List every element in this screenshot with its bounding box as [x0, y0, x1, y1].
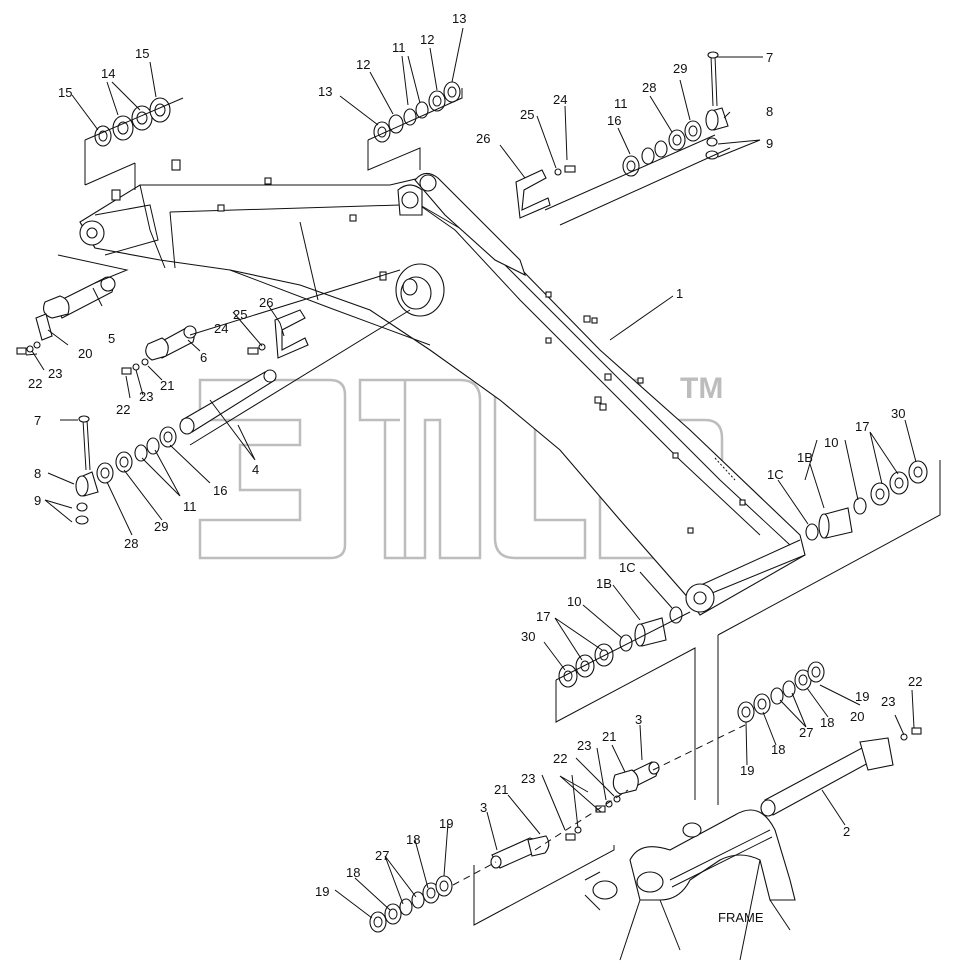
label-1b-b: 1B — [596, 576, 612, 591]
label-3a: 3 — [635, 712, 642, 727]
label-22d: 22 — [908, 674, 922, 689]
label-7a: 7 — [34, 413, 41, 428]
label-1c-b: 1C — [619, 560, 636, 575]
left-middle-shims — [96, 426, 177, 484]
label-20a: 20 — [78, 346, 92, 361]
label-12a: 12 — [356, 57, 370, 72]
label-21b: 21 — [602, 729, 616, 744]
label-2: 2 — [843, 824, 850, 839]
label-3b: 3 — [480, 800, 487, 815]
left-base-shims — [558, 606, 683, 688]
label-21c: 21 — [494, 782, 508, 797]
label-27a: 27 — [799, 725, 813, 740]
label-18c: 18 — [406, 832, 420, 847]
upper-left-shims — [94, 97, 171, 147]
label-11b: 11 — [614, 96, 628, 111]
label-28b: 28 — [124, 536, 138, 551]
label-19c: 19 — [439, 816, 453, 831]
label-17a: 17 — [855, 419, 869, 434]
label-26a: 26 — [476, 131, 490, 146]
label-23b: 23 — [139, 389, 153, 404]
label-12b: 12 — [420, 32, 434, 47]
label-8a: 8 — [34, 466, 41, 481]
label-13a: 13 — [318, 84, 332, 99]
label-25a: 25 — [520, 107, 534, 122]
label-16a: 16 — [607, 113, 621, 128]
pin-3-upper — [612, 761, 660, 795]
frame-label: FRAME — [718, 910, 764, 925]
bushing-1b — [634, 507, 853, 647]
label-18a: 18 — [820, 715, 834, 730]
pin-3-lower — [490, 835, 550, 869]
label-22b: 22 — [116, 402, 130, 417]
label-29a: 29 — [673, 61, 687, 76]
label-23d: 23 — [881, 694, 895, 709]
bolt-24 — [247, 165, 576, 355]
label-27b: 27 — [375, 848, 389, 863]
trademark-symbol: TM — [680, 372, 723, 405]
label-24b: 24 — [214, 321, 228, 336]
upper-right-shims — [622, 120, 702, 177]
label-18b: 18 — [771, 742, 785, 757]
nut-9 — [75, 137, 719, 525]
label-28a: 28 — [642, 80, 656, 95]
label-9a: 9 — [34, 493, 41, 508]
pin-4 — [179, 369, 277, 435]
label-11c: 11 — [183, 499, 197, 514]
label-8b: 8 — [766, 104, 773, 119]
label-19d: 19 — [315, 884, 329, 899]
lower-left-shims — [369, 875, 453, 933]
label-1c-a: 1C — [767, 467, 784, 482]
label-24a: 24 — [553, 92, 567, 107]
label-7b: 7 — [766, 50, 773, 65]
frame-outline — [584, 809, 796, 961]
label-22c: 22 — [553, 751, 567, 766]
label-15b: 15 — [135, 46, 149, 61]
label-11a: 11 — [392, 40, 406, 55]
label-23e: 23 — [521, 771, 535, 786]
label-21a: 21 — [160, 378, 174, 393]
pin-6 — [145, 325, 197, 361]
sleeve-8 — [75, 107, 729, 497]
label-22a: 22 — [28, 376, 42, 391]
label-23c: 23 — [577, 738, 591, 753]
right-cylinder-shims — [737, 661, 825, 723]
label-26b: 26 — [259, 295, 273, 310]
label-13b: 13 — [452, 11, 466, 26]
label-10a: 10 — [824, 435, 838, 450]
bolt-7 — [78, 51, 719, 471]
label-1b-a: 1B — [797, 450, 813, 465]
label-23a: 23 — [48, 366, 62, 381]
boom-main-body — [79, 159, 806, 616]
label-25b: 25 — [233, 307, 247, 322]
label-14: 14 — [101, 66, 115, 81]
pin-2 — [760, 737, 894, 817]
label-18d: 18 — [346, 865, 360, 880]
label-19b: 19 — [740, 763, 754, 778]
label-29b: 29 — [154, 519, 168, 534]
label-1: 1 — [676, 286, 683, 301]
label-4: 4 — [252, 462, 259, 477]
label-17b: 17 — [536, 609, 550, 624]
label-5: 5 — [108, 331, 115, 346]
label-10b: 10 — [567, 594, 581, 609]
label-9b: 9 — [766, 136, 773, 151]
right-base-shims — [805, 460, 928, 541]
label-6: 6 — [200, 350, 207, 365]
leader-lines — [25, 27, 917, 919]
label-15a: 15 — [58, 85, 72, 100]
label-19a: 19 — [855, 689, 869, 704]
pin-5 — [43, 276, 116, 319]
guide-lines — [57, 88, 941, 926]
part-labels: 1 2 3 3 4 5 6 7 7 8 8 9 9 10 10 11 11 11… — [28, 11, 922, 925]
label-30a: 30 — [891, 406, 905, 421]
label-16b: 16 — [213, 483, 227, 498]
clamp-26 — [274, 169, 551, 359]
label-30b: 30 — [521, 629, 535, 644]
label-20b: 20 — [850, 709, 864, 724]
